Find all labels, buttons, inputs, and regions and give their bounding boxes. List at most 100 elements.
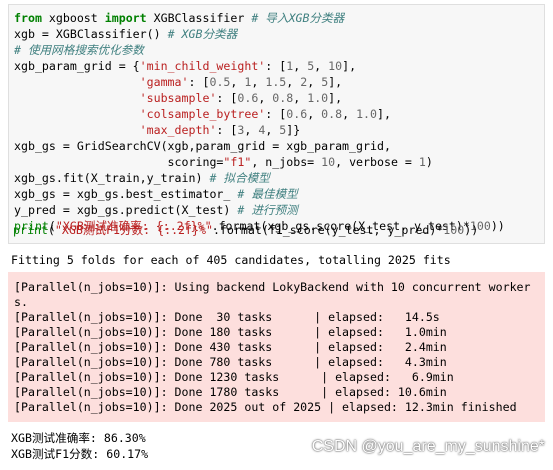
stderr-line: [Parallel(n_jobs=10)]: Done 2025 out of … <box>14 400 517 414</box>
code-number: 1.0 <box>356 107 378 121</box>
code-text <box>14 75 140 89</box>
code-text: xgb_gs = xgb_gs.best_estimator_ <box>14 187 238 201</box>
stderr-line: [Parallel(n_jobs=10)]: Done 430 tasks | … <box>14 340 447 354</box>
code-text: , <box>314 59 329 73</box>
code-string: 'colsample_bytree' <box>139 107 266 121</box>
code-text: y_pred = xgb_gs.predict(X_test) <box>14 203 238 217</box>
code-text: , <box>293 59 308 73</box>
code-text: , n_jobs= <box>251 155 322 169</box>
code-number: 0.5 <box>209 75 231 89</box>
code-text: , verbose = <box>335 155 419 169</box>
code-text: : [ <box>265 59 287 73</box>
code-text: , <box>230 75 245 89</box>
code-text: , <box>244 123 259 137</box>
code-text: .format(f1_score(y_test, y_pred)* <box>212 223 444 237</box>
code-text: : [ <box>216 123 238 137</box>
code-string: 'min_child_weight' <box>139 59 266 73</box>
stderr-line: [Parallel(n_jobs=10)]: Done 180 tasks | … <box>14 325 447 339</box>
code-text: scoring= <box>14 155 224 169</box>
code-line: y_pred = xgb_gs.predict(X_test) # 进行预测 <box>14 202 298 218</box>
code-line: xgb_gs = GridSearchCV(xgb,param_grid = x… <box>14 138 391 154</box>
code-line: 'colsample_bytree': [0.6, 0.8, 1.0], <box>14 106 391 122</box>
code-number: 100 <box>469 219 491 233</box>
code-number: 1 <box>418 155 426 169</box>
code-text: , <box>307 107 322 121</box>
code-line: scoring="f1", n_jobs= 10, verbose = 1) <box>14 154 433 170</box>
code-text: xgb = XGBClassifier() <box>14 27 168 41</box>
code-number: 10 <box>321 155 336 169</box>
csdn-watermark: CSDN @you_are_my_sunshine* <box>311 438 545 455</box>
code-text: xgb_gs.fit(X_train,y_train) <box>14 171 210 185</box>
code-text: ( <box>48 219 56 233</box>
code-string: 'gamma' <box>139 75 189 89</box>
code-text: ], <box>328 91 343 105</box>
code-number: 100 <box>443 223 465 237</box>
code-text: xgboost <box>41 11 105 25</box>
code-text: )) <box>464 223 479 237</box>
stderr-line: [Parallel(n_jobs=10)]: Done 30 tasks | e… <box>14 310 440 324</box>
stderr-line: [Parallel(n_jobs=10)]: Done 1230 tasks |… <box>14 370 454 384</box>
code-number: 0.8 <box>321 107 343 121</box>
code-line: # 使用网格搜索优化参数 <box>14 42 144 58</box>
code-builtin: print <box>13 223 48 237</box>
code-line: from xgboost import XGBClassifier # 导入XG… <box>14 10 344 26</box>
code-number: 1.5 <box>265 75 287 89</box>
code-number: 5 <box>307 59 315 73</box>
code-comment: # 使用网格搜索优化参数 <box>14 43 144 57</box>
code-number: 2 <box>300 75 308 89</box>
keyword-from: from <box>14 11 42 25</box>
code-text: ]} <box>286 123 301 137</box>
code-text: : [ <box>265 107 287 121</box>
code-number: 1.0 <box>307 91 329 105</box>
code-text: xgb_param_grid = { <box>14 59 140 73</box>
code-number: 5 <box>321 75 329 89</box>
stderr-line: s. <box>14 295 28 309</box>
code-line: 'max_depth': [3, 4, 5]} <box>14 122 301 138</box>
code-builtin: print <box>14 219 49 233</box>
code-cell[interactable]: from xgboost import XGBClassifier # 导入XG… <box>8 4 545 244</box>
code-string: "XGB测试F1分数: {:.2f}%" <box>54 223 213 237</box>
code-text: , <box>286 75 301 89</box>
code-string: 'max_depth' <box>139 123 217 137</box>
code-text: ( <box>47 223 55 237</box>
code-text: , <box>251 75 266 89</box>
code-text: ], <box>328 75 343 89</box>
code-text: , <box>258 91 273 105</box>
code-number: 3 <box>237 123 245 137</box>
code-text <box>14 91 140 105</box>
code-line: xgb_gs = xgb_gs.best_estimator_ # 最佳模型 <box>14 186 298 202</box>
code-number: 10 <box>328 59 343 73</box>
code-number: 1 <box>286 59 294 73</box>
code-text: , <box>265 123 280 137</box>
stderr-output: [Parallel(n_jobs=10)]: Using backend Lok… <box>8 272 545 422</box>
stderr-line: [Parallel(n_jobs=10)]: Done 780 tasks | … <box>14 355 447 369</box>
stderr-line: [Parallel(n_jobs=10)]: Using backend Lok… <box>14 280 531 294</box>
code-line: print("XGB测试F1分数: {:.2f}%".format(f1_sco… <box>13 222 478 238</box>
code-comment: # XGB分类器 <box>167 27 238 41</box>
code-comment: # 拟合模型 <box>209 171 270 185</box>
code-text: xgb_gs = GridSearchCV(xgb,param_grid = x… <box>14 139 391 153</box>
code-number: 4 <box>258 123 266 137</box>
code-text: , <box>293 91 308 105</box>
stdout-fitting-line: Fitting 5 folds for each of 405 candidat… <box>11 253 451 267</box>
code-number: 5 <box>279 123 287 137</box>
code-number: 0.8 <box>272 91 294 105</box>
stdout-f1: XGB测试F1分数: 60.17% <box>11 447 149 461</box>
code-number: 1 <box>244 75 252 89</box>
code-number: 0.6 <box>237 91 259 105</box>
code-text: .format(xgb_gs.score(X_test, y_test)* <box>211 219 470 233</box>
code-text: )) <box>490 219 505 233</box>
code-string: 'subsample' <box>139 91 217 105</box>
code-line: xgb_param_grid = {'min_child_weight': [1… <box>14 58 356 74</box>
code-text: , <box>307 75 322 89</box>
code-line: xgb_gs.fit(X_train,y_train) # 拟合模型 <box>14 170 270 186</box>
code-text <box>14 123 140 137</box>
code-comment: # 导入XGB分类器 <box>251 11 345 25</box>
code-text: ], <box>342 59 357 73</box>
code-text <box>14 107 140 121</box>
code-string: "XGB测试准确率: {:.2f}%" <box>55 219 212 233</box>
stdout-accuracy: XGB测试准确率: 86.30% <box>11 431 146 445</box>
code-text: : [ <box>216 91 238 105</box>
keyword-import: import <box>104 11 147 25</box>
stderr-line: [Parallel(n_jobs=10)]: Done 1780 tasks |… <box>14 385 447 399</box>
